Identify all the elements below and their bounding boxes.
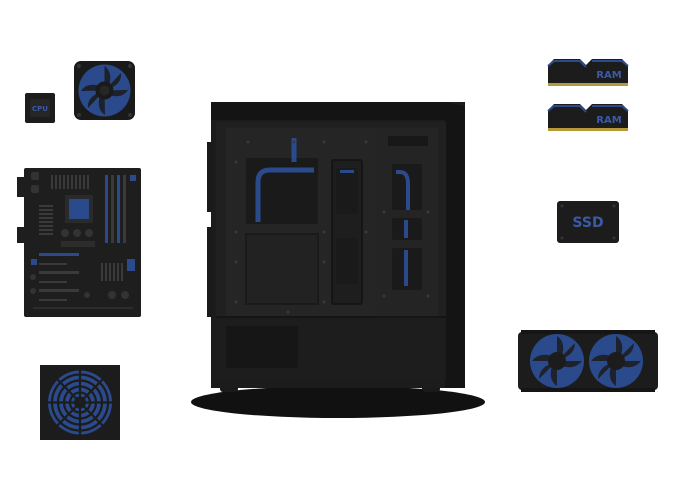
ram-label: RAM <box>596 115 621 126</box>
radiator-dual-fan-icon <box>518 330 658 392</box>
power-supply-fan-icon <box>40 365 120 440</box>
motherboard[interactable] <box>17 167 142 318</box>
cpu-chip-icon: CPU <box>25 93 55 123</box>
ram-stick-icon: RAM <box>547 104 629 131</box>
ram-label: RAM <box>596 70 621 81</box>
ssd-icon: SSD <box>557 201 619 243</box>
radiator[interactable] <box>517 330 659 392</box>
cpu-fan[interactable] <box>73 60 136 121</box>
motherboard-icon <box>17 168 141 317</box>
ssd[interactable]: SSD <box>556 200 620 244</box>
cpu-label: CPU <box>32 105 48 113</box>
ram-stick-1[interactable]: RAM <box>546 57 630 87</box>
pc-case[interactable] <box>190 102 490 420</box>
power-supply[interactable] <box>39 364 121 441</box>
fan-icon <box>589 334 643 388</box>
ssd-label: SSD <box>572 215 603 231</box>
cpu-chip[interactable]: CPU <box>24 92 56 124</box>
ram-stick-2[interactable]: RAM <box>546 102 630 132</box>
pc-case-icon <box>191 102 485 418</box>
ram-stick-icon: RAM <box>547 59 629 86</box>
fan-icon <box>530 334 584 388</box>
fan-icon <box>74 61 135 120</box>
